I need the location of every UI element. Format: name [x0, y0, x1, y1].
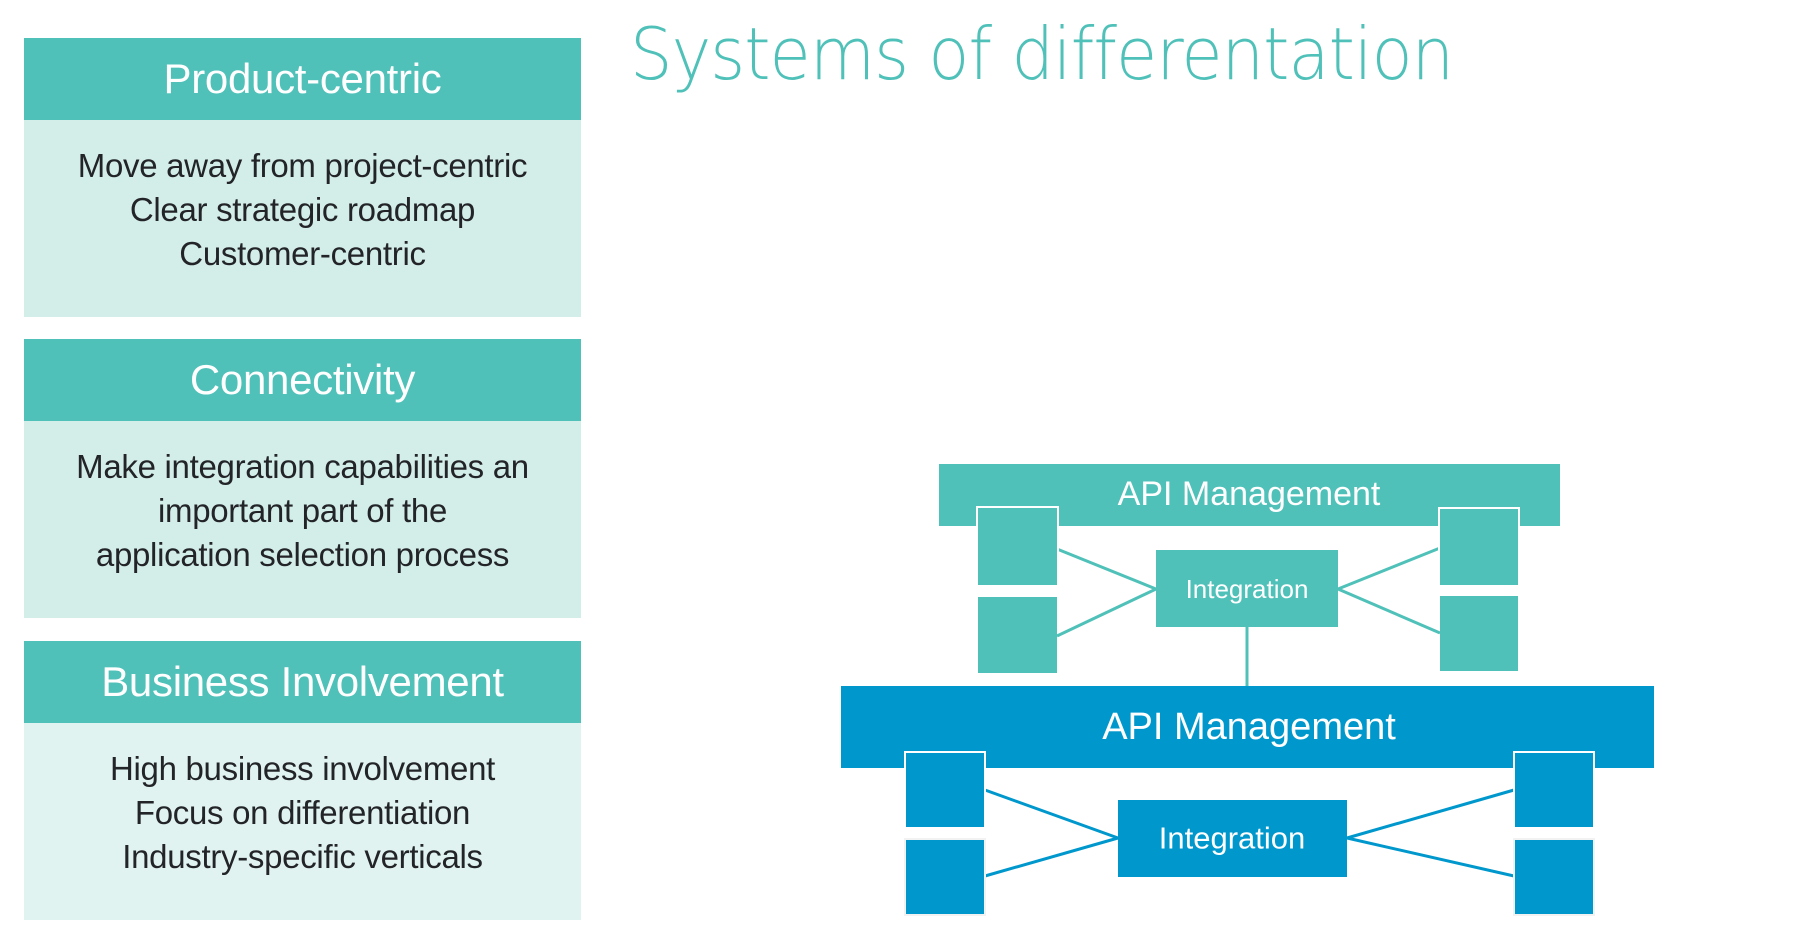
- card-line: Move away from project-centric: [77, 147, 528, 184]
- upper-system-box-right-top: [1438, 507, 1520, 587]
- upper-link-right-bottom: [1337, 587, 1441, 635]
- lower-system-box-left-top: [904, 751, 986, 829]
- card-heading: Product-centric: [24, 38, 581, 120]
- lower-api-label: API Management: [1102, 706, 1396, 748]
- upper-system-box-right-bottom: [1440, 596, 1518, 671]
- card-line: Industry-specific verticals: [122, 838, 483, 875]
- upper-system-box-left-bottom: [978, 597, 1057, 673]
- card-line: High business involvement: [109, 750, 496, 787]
- lower-link-left-bottom: [984, 836, 1119, 878]
- card-line: Focus on differentiation: [134, 794, 471, 831]
- card-business-involvement: Business Involvement High business invol…: [24, 641, 581, 920]
- lower-integration-box: [1118, 800, 1347, 877]
- lower-tier: API Management Integration: [841, 686, 1654, 916]
- upper-tier: API Management Integration: [939, 464, 1560, 686]
- upper-api-label: API Management: [1118, 475, 1381, 513]
- card-body: Move away from project-centric Clear str…: [24, 120, 581, 317]
- upper-integration-label: Integration: [1186, 574, 1309, 604]
- card-heading: Business Involvement: [24, 641, 581, 723]
- card-line: Make integration capabilities an: [76, 448, 529, 485]
- card-product-centric: Product-centric Move away from project-c…: [24, 38, 581, 317]
- upper-integration-box: [1156, 550, 1338, 627]
- page-title: Systems of differentation: [630, 12, 1454, 96]
- lower-system-box-right-bottom: [1513, 838, 1595, 916]
- card-heading: Connectivity: [24, 339, 581, 421]
- card-body: High business involvement Focus on diffe…: [24, 723, 581, 920]
- card-line: important part of the: [157, 492, 448, 529]
- lower-link-left-top: [984, 788, 1119, 840]
- lower-link-right-bottom: [1346, 836, 1515, 878]
- upper-system-box-left-top: [976, 506, 1059, 587]
- upper-link-left-bottom: [1056, 587, 1157, 638]
- card-connectivity: Connectivity Make integration capabiliti…: [24, 339, 581, 618]
- card-line: Clear strategic roadmap: [129, 191, 476, 228]
- upper-link-right-top: [1337, 546, 1441, 591]
- card-body: Make integration capabilities an importa…: [24, 421, 581, 618]
- lower-integration-label: Integration: [1159, 821, 1306, 856]
- card-line: Customer-centric: [179, 235, 426, 272]
- lower-system-box-left-bottom: [904, 838, 986, 916]
- lower-link-right-top: [1346, 788, 1515, 840]
- upper-link-left-top: [1056, 547, 1157, 591]
- card-line: application selection process: [95, 536, 510, 573]
- lower-system-box-right-top: [1513, 751, 1595, 829]
